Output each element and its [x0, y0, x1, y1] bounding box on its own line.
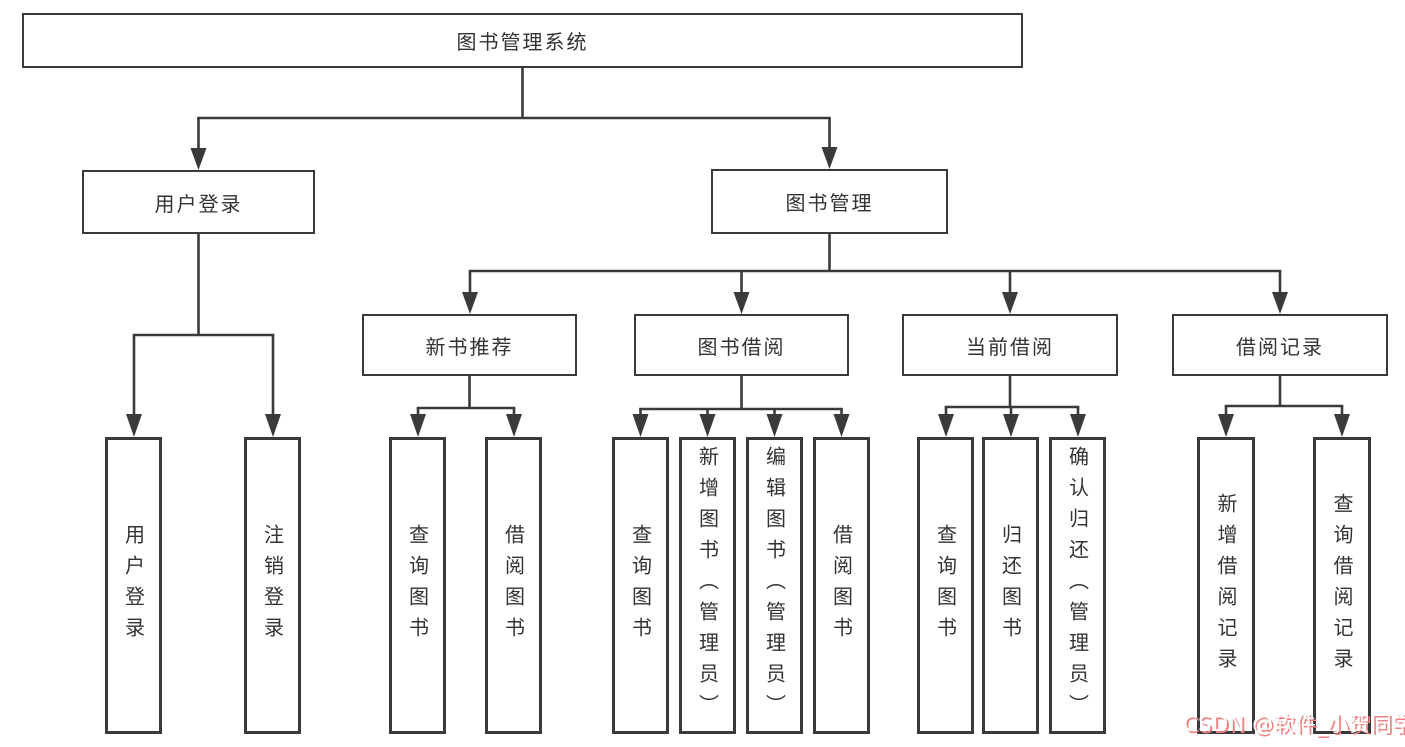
node-label: 借阅记录: [1236, 334, 1324, 359]
arrow-down-icon: [126, 414, 142, 437]
arrowheads: [126, 147, 1350, 437]
leaf-confirm-return-admin: 确认归还（管理员）: [1049, 437, 1106, 734]
arrow-down-icon: [733, 292, 750, 314]
arrow-down-icon: [1334, 414, 1350, 437]
node-label: 查询借阅记录: [1330, 492, 1354, 679]
leaf-edit-books-admin: 编辑图书（管理员）: [746, 437, 803, 734]
node-system-root: 图书管理系统: [22, 13, 1023, 68]
leaf-query-books-current: 查询图书: [917, 437, 974, 734]
arrow-down-icon: [265, 414, 281, 437]
arrow-down-icon: [699, 414, 716, 437]
node-user-login: 用户登录: [82, 170, 315, 234]
leaf-return-books: 归还图书: [982, 437, 1039, 734]
node-label: 确认归还（管理员）: [1065, 446, 1090, 725]
node-label: 查询图书: [933, 523, 958, 648]
node-label: 图书管理: [785, 191, 874, 215]
arrow-down-icon: [833, 414, 850, 437]
node-label: 归还图书: [998, 523, 1023, 648]
node-label: 新增图书（管理员）: [695, 446, 720, 725]
leaf-logout: 注销登录: [244, 437, 301, 734]
leaf-query-borrow-record: 查询借阅记录: [1313, 437, 1371, 734]
arrow-down-icon: [632, 414, 649, 437]
arrow-down-icon: [1002, 292, 1018, 314]
arrow-down-icon: [1218, 414, 1234, 437]
csdn-watermark: CSDN @软件_小贺同学: [1183, 712, 1405, 736]
node-label: 当前借阅: [966, 334, 1054, 359]
arrow-down-icon: [1272, 292, 1288, 314]
leaf-user-login: 用户登录: [105, 437, 162, 734]
node-label: 查询图书: [405, 523, 430, 648]
arrow-down-icon: [938, 414, 954, 437]
arrow-down-icon: [766, 414, 783, 437]
arrow-down-icon: [462, 292, 478, 314]
node-label: 图书借阅: [697, 334, 786, 359]
node-label: 借阅图书: [829, 523, 854, 648]
node-label: 借阅图书: [501, 523, 526, 648]
leaf-add-books-admin: 新增图书（管理员）: [679, 437, 736, 734]
arrow-down-icon: [410, 414, 426, 437]
node-label: 新增借阅记录: [1214, 492, 1238, 679]
node-borrowing-records: 借阅记录: [1172, 314, 1388, 376]
arrow-down-icon: [190, 148, 207, 170]
arrow-down-icon: [821, 147, 838, 169]
node-book-management: 图书管理: [711, 169, 948, 234]
node-new-book-recommendation: 新书推荐: [362, 314, 577, 376]
node-label: 新书推荐: [425, 334, 514, 359]
node-label: 用户登录: [121, 523, 146, 648]
leaf-borrow-books: 借阅图书: [813, 437, 870, 734]
leaf-query-books-recommend: 查询图书: [389, 437, 446, 734]
leaf-query-books-borrow: 查询图书: [612, 437, 669, 734]
arrow-down-icon: [1003, 414, 1019, 437]
node-label: 用户登录: [154, 191, 243, 216]
arrow-down-icon: [506, 414, 522, 437]
node-label: 注销登录: [260, 523, 285, 648]
arrow-down-icon: [1070, 414, 1086, 437]
node-book-borrowing: 图书借阅: [634, 314, 849, 376]
node-current-borrowing: 当前借阅: [902, 314, 1118, 376]
node-label: 图书管理系统: [456, 30, 589, 54]
node-label: 编辑图书（管理员）: [762, 446, 787, 725]
leaf-add-borrow-record: 新增借阅记录: [1197, 437, 1255, 734]
leaf-borrow-books-recommend: 借阅图书: [485, 437, 542, 734]
node-label: 查询图书: [628, 523, 653, 648]
